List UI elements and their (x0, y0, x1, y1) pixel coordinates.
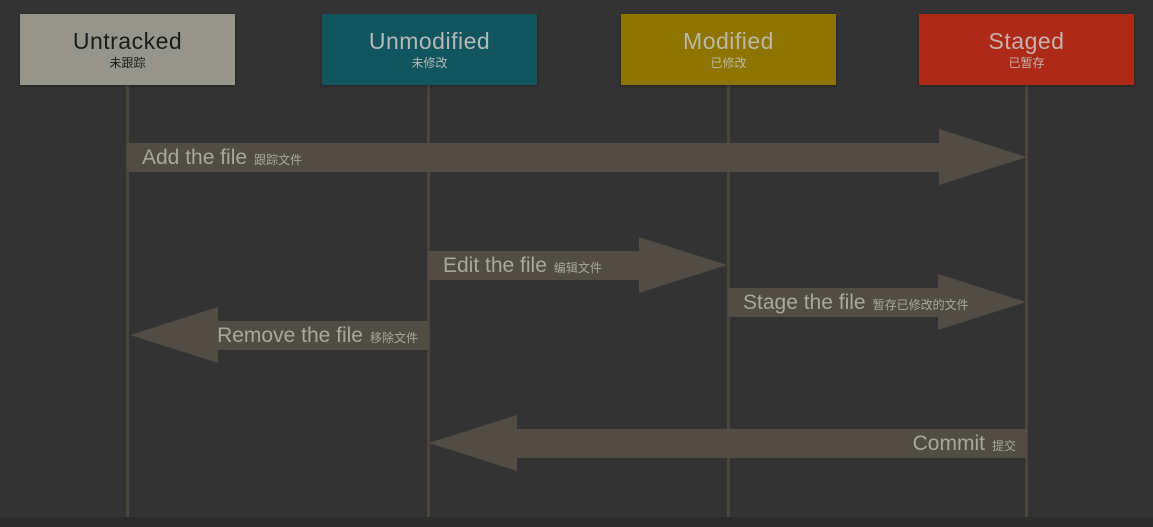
transition-label-en: Commit (912, 432, 985, 455)
arrowhead-right-icon (639, 237, 727, 293)
arrowhead-right-icon (938, 274, 1026, 330)
transition-label-en: Stage the file (743, 291, 866, 314)
state-subtitle: 未修改 (411, 56, 448, 70)
transition-arrow-stage-the-file: Stage the file 暂存已修改的文件 (728, 274, 1026, 331)
arrow-shaft (217, 321, 429, 350)
arrow-shaft (728, 288, 939, 317)
transition-label-en: Edit the file (443, 254, 547, 277)
state-title: Unmodified (368, 28, 491, 54)
transition-arrow-edit-the-file: Edit the file 编辑文件 (428, 237, 727, 294)
transition-label-en: Remove the file (217, 324, 363, 347)
state-subtitle: 未跟踪 (109, 56, 146, 70)
transition-label-zh: 暂存已修改的文件 (872, 298, 969, 312)
transition-label-zh: 跟踪文件 (254, 153, 303, 167)
state-subtitle: 已修改 (710, 56, 747, 70)
transition-label-en: Add the file (142, 146, 248, 169)
transition-label: Edit the file 编辑文件 (428, 251, 727, 280)
state-title: Staged (988, 28, 1065, 54)
transition-arrow-commit: Commit 提交 (429, 415, 1027, 472)
state-box-staged: Staged 已暂存 (919, 14, 1134, 85)
arrow-shaft (127, 143, 940, 172)
transition-label: Remove the file 移除文件 (130, 321, 429, 350)
transition-label: Commit 提交 (429, 429, 1027, 458)
state-box-unmodified: Unmodified 未修改 (322, 14, 537, 85)
state-box-modified: Modified 已修改 (621, 14, 836, 85)
arrowhead-left-icon (130, 307, 218, 363)
transition-label: Add the file 跟踪文件 (127, 143, 1027, 172)
transition-label: Stage the file 暂存已修改的文件 (728, 288, 1026, 317)
state-title: Untracked (72, 28, 183, 54)
lifeline-unmodified (427, 85, 430, 517)
arrowhead-right-icon (939, 129, 1027, 185)
state-subtitle: 已暂存 (1008, 56, 1045, 70)
transition-arrow-add-the-file: Add the file 跟踪文件 (127, 129, 1027, 186)
arrowhead-left-icon (429, 415, 517, 471)
arrow-shaft (516, 429, 1027, 458)
state-box-untracked: Untracked 未跟踪 (20, 14, 235, 85)
transition-label-zh: 移除文件 (369, 331, 418, 345)
lifeline-staged (1025, 85, 1028, 517)
state-title: Modified (683, 28, 774, 54)
bottom-border-strip (0, 517, 1153, 527)
transition-label-zh: 提交 (991, 439, 1016, 453)
transition-label-zh: 编辑文件 (553, 261, 602, 275)
arrow-shaft (428, 251, 640, 280)
transition-arrow-remove-the-file: Remove the file 移除文件 (130, 307, 429, 364)
lifeline-untracked (126, 85, 129, 517)
